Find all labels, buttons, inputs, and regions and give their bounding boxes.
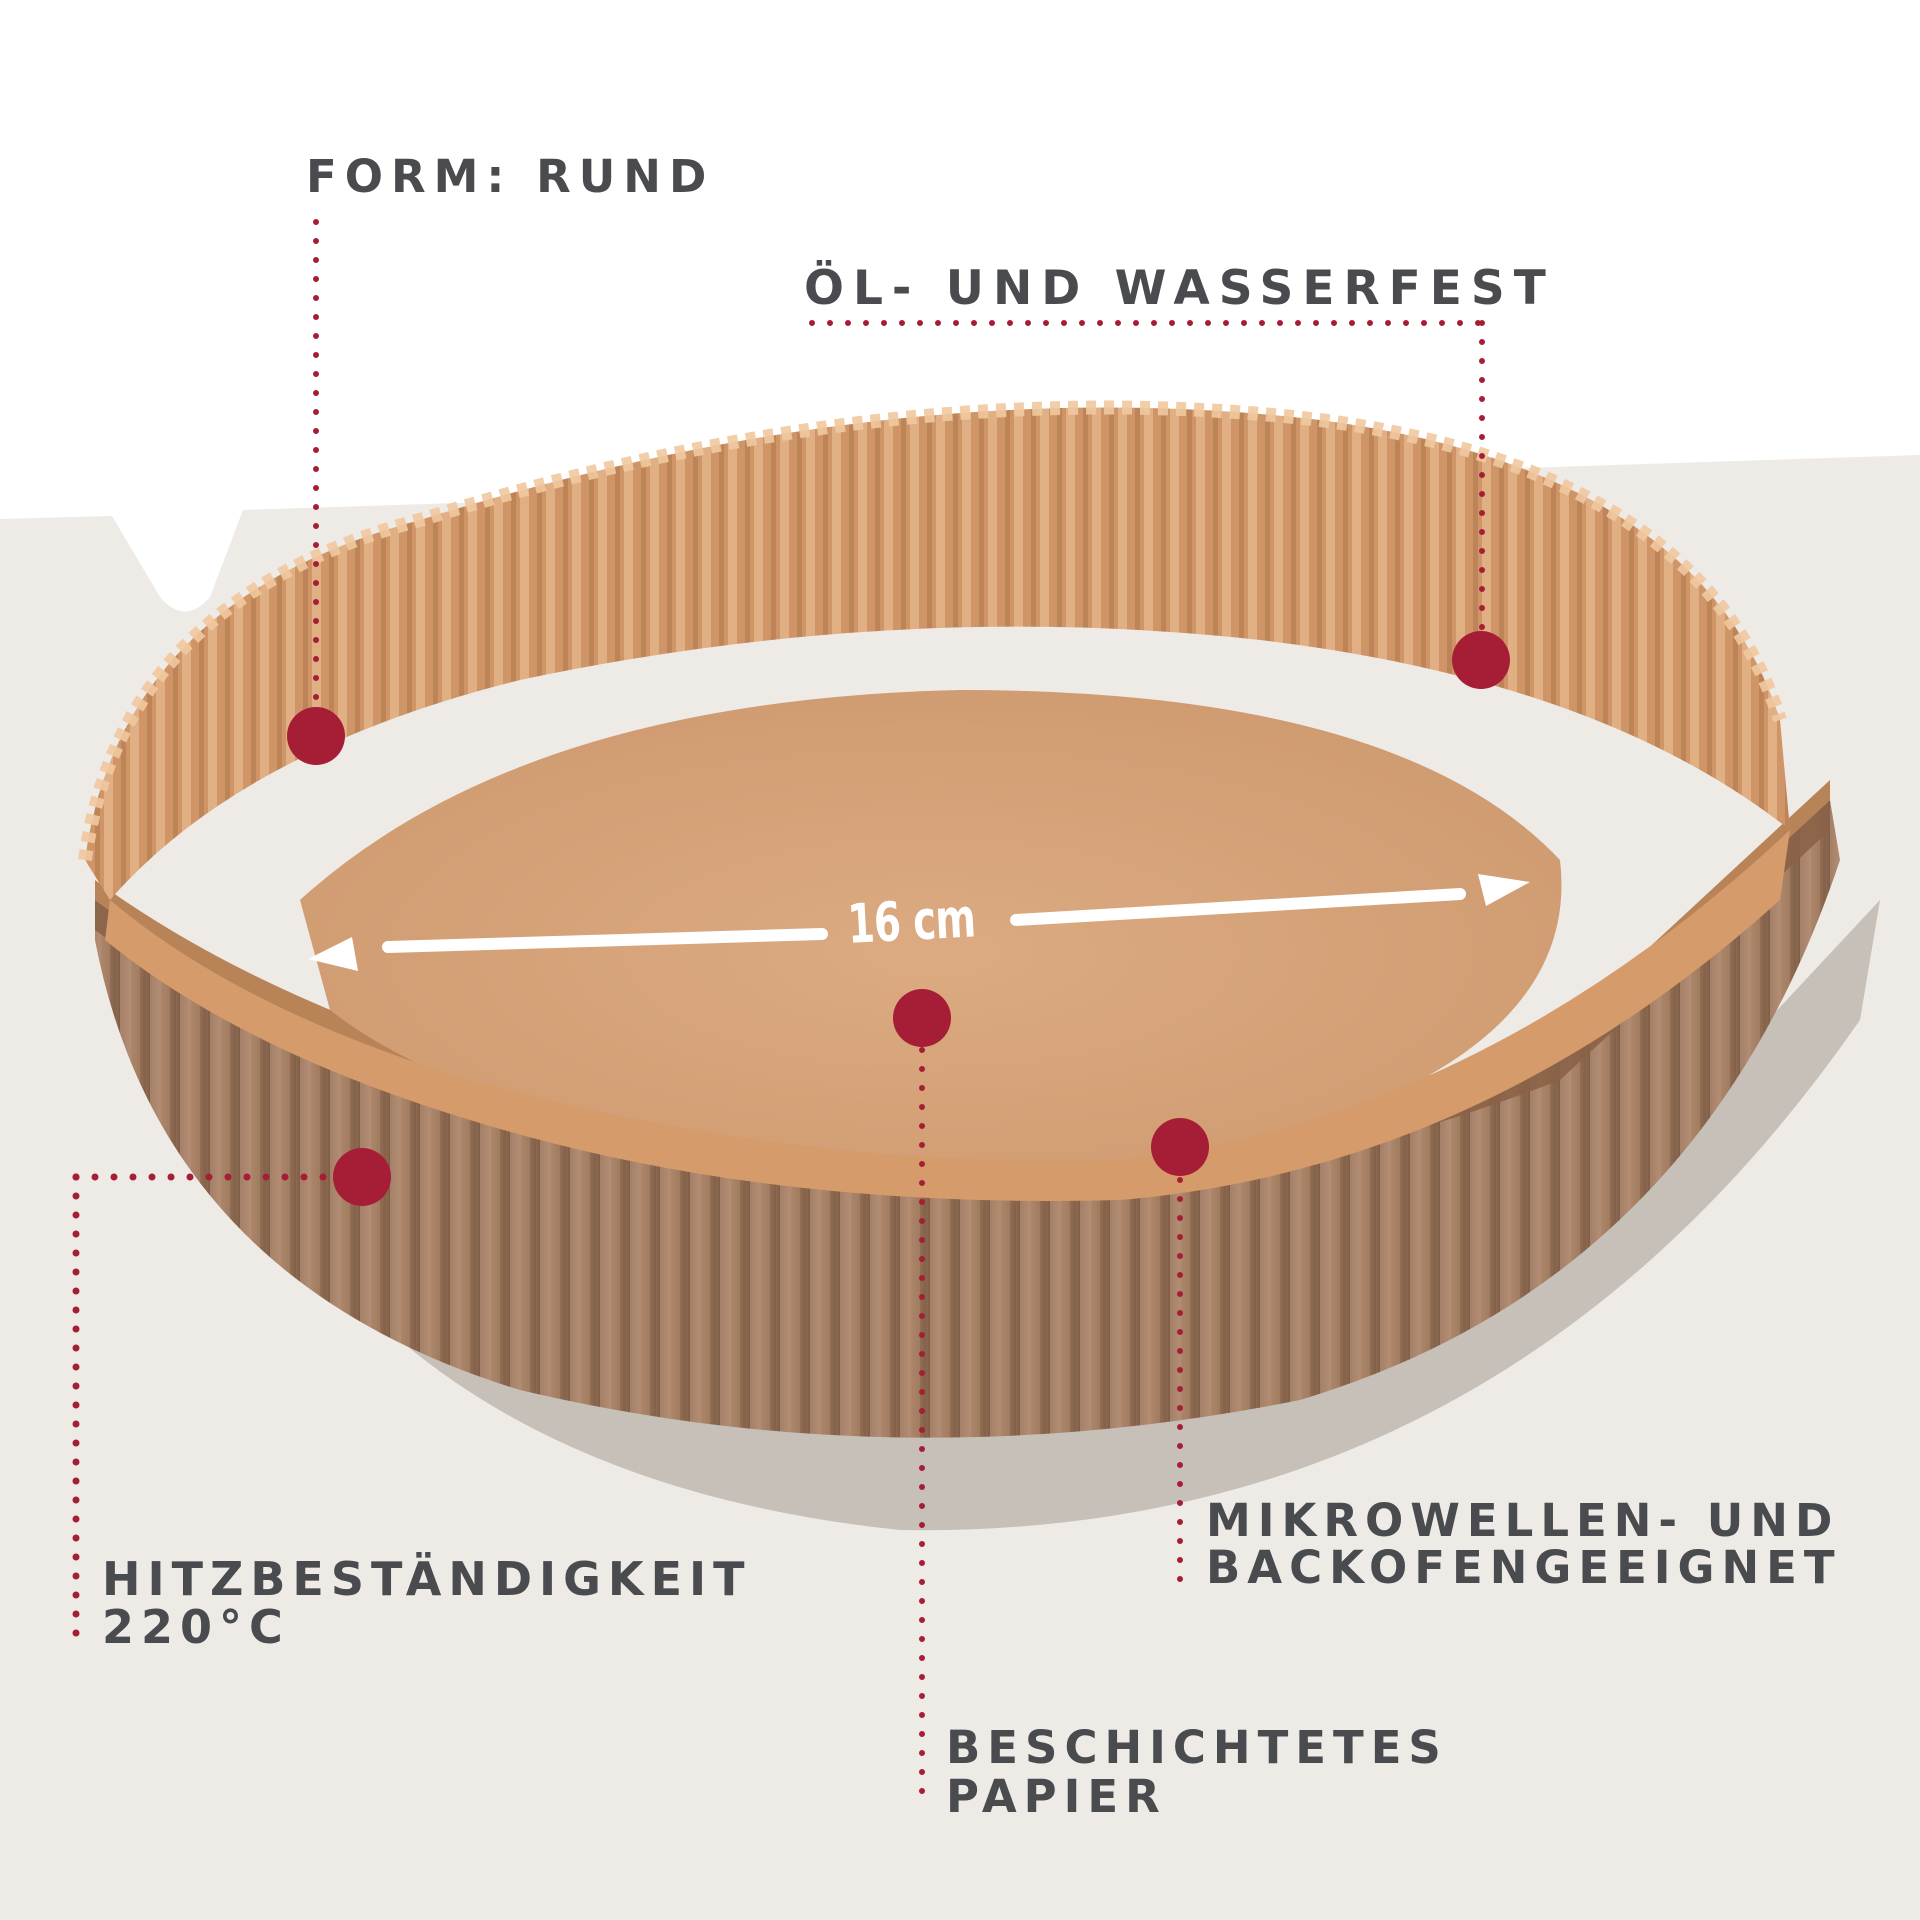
feature-text: BESCHICHTETES	[946, 1721, 1448, 1774]
marker-hitze	[333, 1148, 391, 1206]
feature-text: 220°C	[102, 1600, 290, 1654]
arrow-head-left	[308, 937, 358, 971]
feature-text: FORM: RUND	[306, 150, 715, 203]
feature-label-coated-paper: BESCHICHTETES PAPIER	[946, 1725, 1448, 1819]
feature-text: MIKROWELLEN- UND	[1206, 1494, 1840, 1547]
liner-floor	[300, 690, 1562, 1169]
feature-label-heat: HITZBESTÄNDIGKEIT 220°C	[102, 1556, 751, 1650]
liner-inner-wall	[85, 407, 1790, 900]
leader-lines	[72, 219, 1485, 1811]
feature-label-oil-water: ÖL- UND WASSERFEST	[804, 265, 1555, 312]
dimension-label: 16 cm	[846, 886, 977, 956]
feature-text: PAPIER	[946, 1770, 1167, 1823]
feature-text: BACKOFENGEEIGNET	[1206, 1541, 1842, 1594]
liner-outer-wall	[95, 800, 1840, 1438]
feature-label-microwave-oven: MIKROWELLEN- UND BACKOFENGEEIGNET	[1206, 1498, 1842, 1590]
marker-oel	[1452, 631, 1510, 689]
dimension-arrow	[308, 874, 1530, 971]
markers	[287, 631, 1510, 1206]
marker-form	[287, 707, 345, 765]
feature-label-form: FORM: RUND	[306, 154, 714, 199]
feature-text: HITZBESTÄNDIGKEIT	[102, 1552, 752, 1606]
marker-besch	[893, 989, 951, 1047]
feature-text: ÖL- UND WASSERFEST	[804, 261, 1555, 316]
arrow-head-right	[1478, 874, 1530, 906]
marker-mikro	[1151, 1118, 1209, 1176]
